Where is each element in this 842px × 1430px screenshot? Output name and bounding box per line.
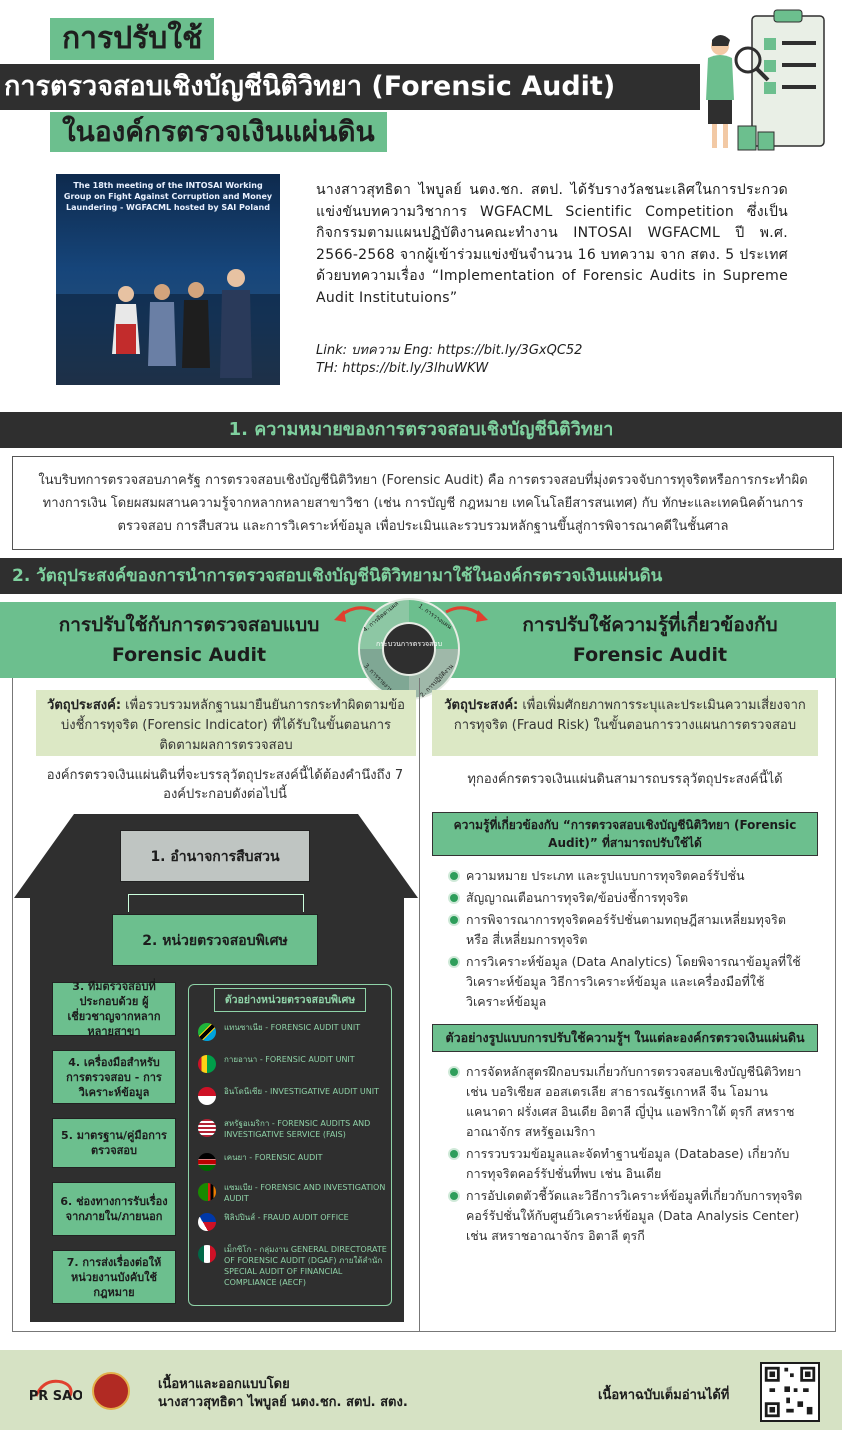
title-line-2: การตรวจสอบเชิงบัญชีนิติวิทยา (Forensic A… [0, 64, 700, 110]
list-item: การจัดหลักสูตรฝึกอบรมเกี่ยวกับการตรวจสอบ… [448, 1062, 804, 1142]
element-7-label: 7. การส่งเรื่องต่อให้หน่วยงานบังคับใช้กฎ… [66, 1255, 162, 1299]
award-photo: The 18th meeting of the INTOSAI Working … [56, 174, 280, 385]
credit-line2: นางสาวสุทธิดา ไพบูลย์ นตง.ชก. สตป. สตง. [158, 1395, 408, 1410]
guyana-flag-icon [198, 1055, 216, 1073]
right-note: ทุกองค์กรตรวจเงินแผ่นดินสามารถบรรลุวัตถุ… [467, 772, 783, 787]
pr-sao-logo-text: PR SAO [30, 1389, 82, 1404]
list-item: การวิเคราะห์ข้อมูล (Data Analytics) โดยพ… [448, 952, 804, 1012]
photo-caption: The 18th meeting of the INTOSAI Working … [63, 181, 273, 212]
right-panel-header: การปรับใช้ความรู้ที่เกี่ยวข้องกับ Forens… [424, 602, 836, 678]
arrow-right-icon [445, 606, 488, 622]
link-thai[interactable]: TH: https://bit.ly/3lhuWKW [316, 361, 489, 376]
pr-sao-logo: PR SAO [30, 1379, 82, 1404]
right-panel-line2: Forensic Audit [572, 644, 728, 666]
knowledge-title: ความรู้ที่เกี่ยวข้องกับ “การตรวจสอบเชิงบ… [432, 812, 818, 856]
left-note: องค์กรตรวจเงินแผ่นดินที่จะบรรลุวัตถุประส… [46, 768, 404, 802]
list-item: ความหมาย ประเภท และรูปแบบการทุจริตคอร์รั… [448, 866, 804, 886]
knowledge-list: ความหมาย ประเภท และรูปแบบการทุจริตคอร์รั… [448, 866, 804, 1014]
right-objective-label: วัตถุประสงค์: [444, 698, 519, 713]
list-item: การรวบรวมข้อมูลและจัดทำฐานข้อมูล (Databa… [448, 1144, 804, 1184]
right-panel-line1: การปรับใช้ความรู้ที่เกี่ยวข้องกับ [522, 614, 778, 636]
sao-seal-logo [92, 1372, 130, 1410]
example-text: แซมเบีย - FORENSIC AND INVESTIGATION AUD… [224, 1183, 386, 1203]
element-3-box: 3. ทีมตรวจสอบที่ประกอบด้วย ผู้เชี่ยวชาญจ… [52, 980, 176, 1038]
right-column-frame [420, 678, 836, 1332]
example-item: กายอานา - FORENSIC AUDIT UNIT [198, 1054, 388, 1073]
footer [0, 1350, 842, 1430]
example-text: ฟิลิปปินส์ - FRAUD AUDIT OFFICE [224, 1213, 349, 1222]
left-panel-line2: Forensic Audit [111, 644, 267, 666]
element-4-box: 4. เครื่องมือสำหรับการตรวจสอบ - การวิเคร… [52, 1050, 176, 1104]
element-4-label: 4. เครื่องมือสำหรับการตรวจสอบ - การวิเคร… [66, 1055, 162, 1099]
left-column-frame [12, 678, 420, 1332]
example-item: อินโดนีเซีย - INVESTIGATIVE AUDIT UNIT [198, 1086, 388, 1105]
element-6-label: 6. ช่องทางการรับเรื่องจากภายใน/ภายนอก [60, 1195, 168, 1223]
title-line-1: การปรับใช้ [50, 18, 215, 60]
auditor-illustration [706, 9, 825, 151]
article-links: Link: บทความ Eng: https://bit.ly/3GxQC52… [316, 342, 788, 378]
cycle-center: กระบวนการตรวจสอบ [376, 640, 442, 648]
zambia-flag-icon [198, 1183, 216, 1201]
element-2-box: 2. หน่วยตรวจสอบพิเศษ [112, 914, 318, 966]
left-panel-header: การปรับใช้กับการตรวจสอบแบบ Forensic Audi… [0, 602, 418, 678]
example-item: เคนยา - FORENSIC AUDIT [198, 1152, 388, 1171]
example-text: เคนยา - FORENSIC AUDIT [224, 1153, 323, 1162]
intro-text: นางสาวสุทธิดา ไพบูลย์ นตง.ชก. สตป. ได้รั… [316, 182, 788, 306]
arrow-left-icon [334, 606, 377, 622]
list-item: การพิจารณาการทุจริตคอร์รัปชั่นตามทฤษฎีสา… [448, 910, 804, 950]
example-text: กายอานา - FORENSIC AUDIT UNIT [224, 1055, 355, 1064]
element-5-label: 5. มาตรฐาน/คู่มือการตรวจสอบ [61, 1129, 167, 1157]
section2-heading: 2. วัตถุประสงค์ของการนำการตรวจสอบเชิงบัญ… [0, 558, 842, 594]
philippines-flag-icon [198, 1213, 216, 1231]
right-objective: วัตถุประสงค์: เพื่อเพิ่มศักยภาพการระบุแล… [432, 690, 818, 756]
indonesia-flag-icon [198, 1087, 216, 1105]
adaptation-examples-list: การจัดหลักสูตรฝึกอบรมเกี่ยวกับการตรวจสอบ… [448, 1062, 804, 1248]
definition-box: ในบริบทการตรวจสอบภาครัฐ การตรวจสอบเชิงบั… [12, 456, 834, 550]
left-objective-text: เพื่อรวบรวมหลักฐานมายืนยันการกระทำผิดตาม… [60, 698, 405, 753]
read-more-label: เนื้อหาฉบับเต็มอ่านได้ที่ [598, 1388, 730, 1403]
element-1-box: 1. อำนาจการสืบสวน [120, 830, 310, 882]
left-objective: วัตถุประสงค์: เพื่อรวบรวมหลักฐานมายืนยัน… [36, 690, 416, 756]
link-english[interactable]: Link: บทความ Eng: https://bit.ly/3GxQC52 [316, 343, 583, 358]
left-objective-label: วัตถุประสงค์: [47, 698, 122, 713]
element-6-box: 6. ช่องทางการรับเรื่องจากภายใน/ภายนอก [52, 1182, 176, 1236]
qr-code-icon[interactable] [760, 1362, 820, 1422]
kenya-flag-icon [198, 1153, 216, 1171]
left-panel-line1: การปรับใช้กับการตรวจสอบแบบ [58, 614, 320, 636]
connector-line [128, 894, 304, 912]
credit-line1: เนื้อหาและออกแบบโดย [158, 1377, 290, 1392]
list-item: สัญญาณเตือนการทุจริต/ข้อบ่งชี้การทุจริต [448, 888, 804, 908]
right-objective-text: เพื่อเพิ่มศักยภาพการระบุและประเมินความเส… [453, 698, 806, 733]
examples-frame [188, 984, 392, 1306]
tanzania-flag-icon [198, 1023, 216, 1041]
example-item: แซมเบีย - FORENSIC AND INVESTIGATION AUD… [198, 1182, 388, 1204]
element-7-box: 7. การส่งเรื่องต่อให้หน่วยงานบังคับใช้กฎ… [52, 1250, 176, 1304]
credit: เนื้อหาและออกแบบโดย นางสาวสุทธิดา ไพบูลย… [158, 1376, 408, 1412]
element-3-label: 3. ทีมตรวจสอบที่ประกอบด้วย ผู้เชี่ยวชาญจ… [67, 980, 161, 1038]
example-text: อินโดนีเซีย - INVESTIGATIVE AUDIT UNIT [224, 1087, 379, 1096]
example-item: เม็กซิโก - กลุ่มงาน GENERAL DIRECTORATE … [198, 1244, 388, 1288]
example-text: แทนซาเนีย - FORENSIC AUDIT UNIT [224, 1023, 361, 1032]
example-item: สหรัฐอเมริกา - FORENSIC AUDITS AND INVES… [198, 1118, 388, 1140]
element-5-box: 5. มาตรฐาน/คู่มือการตรวจสอบ [52, 1118, 176, 1168]
example-text: สหรัฐอเมริกา - FORENSIC AUDITS AND INVES… [224, 1119, 371, 1139]
example-item: แทนซาเนีย - FORENSIC AUDIT UNIT [198, 1022, 388, 1041]
title-line-3: ในองค์กรตรวจเงินแผ่นดิน [50, 112, 387, 152]
list-item: การอัปเดตตัวชี้วัดและวิธีการวิเคราะห์ข้อ… [448, 1186, 804, 1246]
usa-flag-icon [198, 1119, 216, 1137]
adaptation-examples-title: ตัวอย่างรูปแบบการปรับใช้ความรู้ฯ ในแต่ละ… [432, 1024, 818, 1052]
examples-title: ตัวอย่างหน่วยตรวจสอบพิเศษ [214, 988, 366, 1012]
example-text: เม็กซิโก - กลุ่มงาน GENERAL DIRECTORATE … [224, 1245, 387, 1287]
section1-heading: 1. ความหมายของการตรวจสอบเชิงบัญชีนิติวิท… [0, 412, 842, 448]
mexico-flag-icon [198, 1245, 216, 1263]
example-item: ฟิลิปปินส์ - FRAUD AUDIT OFFICE [198, 1212, 388, 1231]
